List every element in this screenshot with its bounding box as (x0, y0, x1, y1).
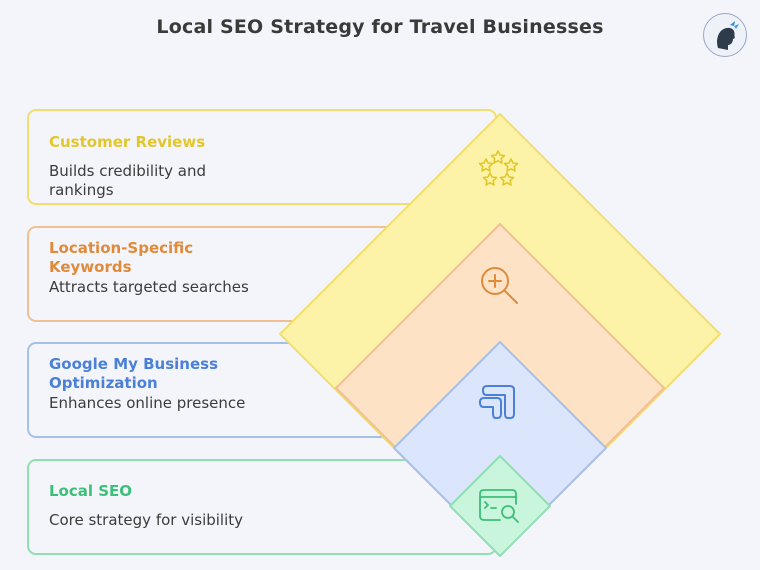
google-business-icon (479, 385, 515, 419)
stars-icon (478, 150, 519, 186)
diamond-local-seo (449, 455, 551, 557)
level-card-customer-reviews: Customer Reviews Builds credibility and … (27, 109, 497, 205)
avatar-silhouette-icon (717, 21, 739, 50)
level-title: Google My Business Optimization (49, 355, 219, 392)
avatar (703, 13, 747, 57)
level-description: Core strategy for visibility (49, 511, 244, 529)
level-title: Location-Specific Keywords (49, 239, 194, 276)
level-description: Builds credibility and rankings (49, 162, 207, 199)
level-title: Local SEO (49, 482, 133, 500)
browser-search-icon (479, 489, 519, 523)
page-title: Local SEO Strategy for Travel Businesses (156, 16, 604, 38)
magnify-plus-icon (481, 267, 518, 304)
level-description: Enhances online presence (49, 394, 246, 412)
level-card-local-seo: Local SEO Core strategy for visibility (27, 459, 497, 555)
level-description: Attracts targeted searches (49, 278, 249, 296)
level-title: Customer Reviews (49, 133, 206, 151)
